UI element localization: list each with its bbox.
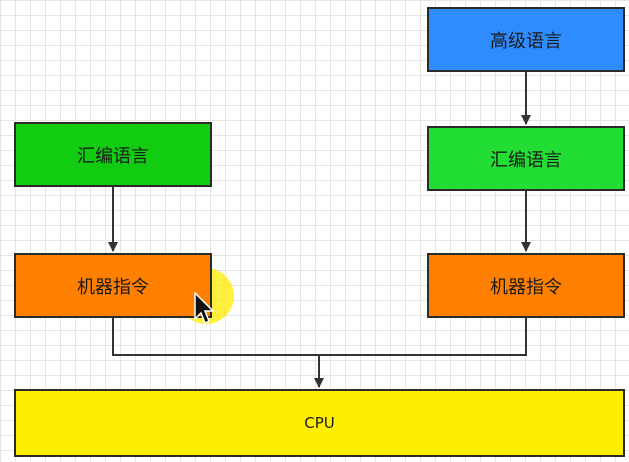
high-level-language-node[interactable]: 高级语言	[427, 7, 625, 72]
edge-machine-left-to-cpu	[112, 318, 319, 356]
node-label: 高级语言	[490, 30, 562, 52]
node-label: 机器指令	[77, 276, 149, 298]
node-label: 机器指令	[490, 276, 562, 298]
node-label: CPU	[304, 414, 335, 432]
assembly-language-node-right[interactable]: 汇编语言	[427, 126, 625, 191]
edge-machine-right-to-cpu	[319, 318, 527, 356]
node-label: 汇编语言	[77, 145, 149, 167]
node-label: 汇编语言	[490, 149, 562, 171]
assembly-language-node-left[interactable]: 汇编语言	[14, 122, 212, 187]
machine-instruction-node-left[interactable]: 机器指令	[14, 253, 212, 318]
cpu-node[interactable]: CPU	[14, 389, 625, 457]
mouse-pointer-icon	[194, 292, 215, 325]
machine-instruction-node-right[interactable]: 机器指令	[427, 253, 625, 318]
